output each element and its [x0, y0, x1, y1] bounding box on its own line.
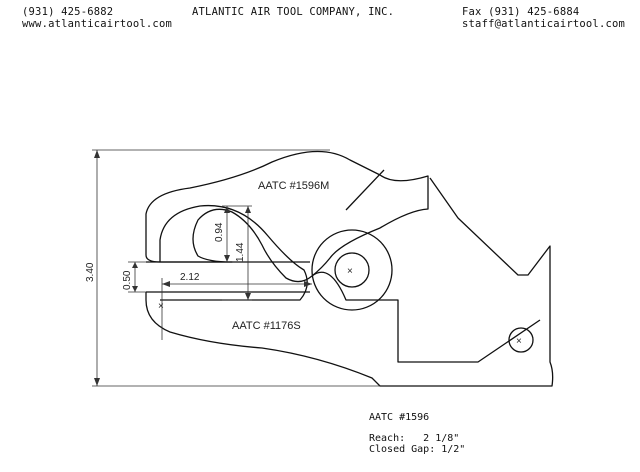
- arrow-throat-height-bottom: [245, 293, 251, 300]
- arrow-reach-right: [304, 281, 312, 287]
- arrow-reach-left: [162, 281, 170, 287]
- pivot-mark-rear: ×: [516, 336, 522, 347]
- lower-part-label: AATC #1176S: [232, 320, 301, 332]
- pivot-mark-main: ×: [347, 266, 353, 277]
- arrow-gap-bottom: [132, 286, 138, 292]
- rear-pivot-ring: [508, 327, 534, 353]
- spec-closed-gap: Closed Gap: 1/2": [369, 444, 466, 455]
- upper-part-label: AATC #1596M: [258, 180, 329, 192]
- dim-gap-value: 0.50: [122, 270, 133, 290]
- upper-jaw-outline: [145, 150, 429, 283]
- dim-throat-depth-value: 0.94: [214, 222, 225, 242]
- spec-block: AATC #1596 Reach: 2 1/8" Closed Gap: 1/2…: [369, 412, 465, 455]
- lower-jaw-outline: [145, 177, 554, 387]
- spec-model: AATC #1596: [369, 412, 430, 423]
- spec-reach: Reach: 2 1/8": [369, 433, 460, 444]
- arrow-height-bottom: [94, 378, 100, 386]
- dim-height-value: 3.40: [85, 262, 96, 282]
- arrow-throat-depth-bottom: [224, 255, 230, 262]
- arrow-height-top: [94, 150, 100, 158]
- email-address: staff@atlanticairtool.com: [462, 18, 626, 30]
- website-url: www.atlanticairtool.com: [22, 18, 172, 30]
- arrow-throat-height-top: [245, 206, 251, 213]
- phone-number: (931) 425-6882: [22, 6, 114, 18]
- pivot-ring-large: [311, 229, 393, 311]
- company-name: ATLANTIC AIR TOOL COMPANY, INC.: [192, 6, 395, 18]
- header-contact-left: (931) 425-6882 www.atlanticairtool.com: [22, 6, 172, 30]
- fax-number: Fax (931) 425-6884: [462, 6, 580, 18]
- pivot-mark-tip: ×: [158, 301, 164, 312]
- header-contact-right: Fax (931) 425-6884 staff@atlanticairtool…: [462, 6, 625, 30]
- arrow-throat-depth-top: [224, 206, 230, 213]
- dim-reach-value: 2.12: [180, 272, 200, 283]
- throat-curve: [159, 204, 308, 301]
- arrow-gap-top: [132, 262, 138, 268]
- pivot-ring-inner: [334, 252, 370, 288]
- dim-throat-height-value: 1.44: [235, 242, 246, 262]
- split-line-lower: [311, 271, 541, 363]
- split-line-upper: [345, 169, 385, 211]
